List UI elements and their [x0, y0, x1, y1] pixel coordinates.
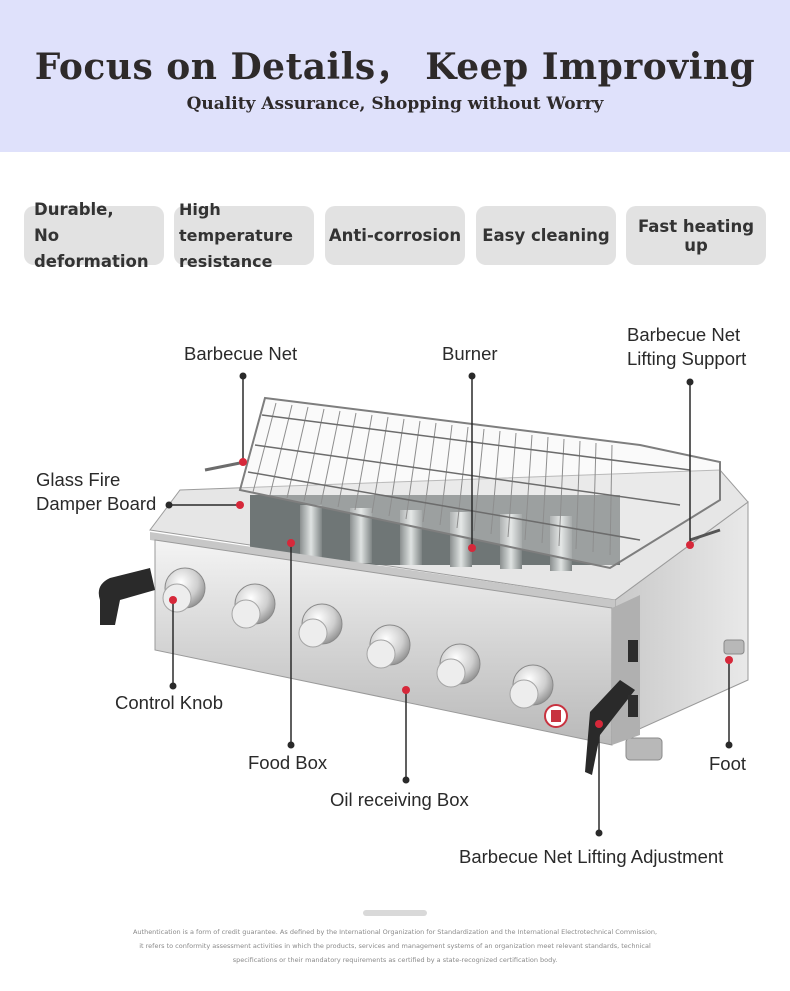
feature-label: No deformation — [34, 225, 149, 271]
brand-logo — [544, 704, 568, 728]
left-handle — [98, 568, 155, 625]
page-title: Focus on Details， Keep Improving — [34, 46, 756, 88]
callout-markers — [169, 458, 733, 728]
feature-label: Fast heating up — [637, 216, 755, 255]
feature-pill-high-temperature: High temperature resistance — [174, 200, 314, 271]
feature-pill-easy-cleaning: Easy cleaning — [476, 206, 616, 265]
footer-text: specifications or their mandatory requir… — [232, 956, 558, 964]
footer-divider — [363, 910, 427, 916]
burner-tubes — [250, 495, 620, 571]
label-foot: Foot — [709, 753, 747, 774]
label-line: Glass Fire — [36, 469, 121, 490]
right-handle — [585, 680, 635, 775]
label-burner: Burner — [442, 343, 498, 364]
footer-text: it refers to conformity assessment activ… — [139, 942, 651, 950]
footer-text: Authentication is a form of credit guara… — [132, 928, 658, 936]
label-line: Damper Board — [36, 493, 157, 514]
feature-label: Easy cleaning — [482, 226, 610, 245]
label-line: Barbecue Net — [627, 324, 741, 345]
lift-slot — [628, 695, 638, 717]
label-lifting-support: Barbecue Net Lifting Support — [627, 323, 746, 371]
label-line: Lifting Support — [627, 348, 747, 369]
feature-label: Anti-corrosion — [328, 226, 462, 245]
feature-label: Durable, — [34, 199, 114, 219]
page-subtitle: Quality Assurance, Shopping without Worr… — [186, 94, 604, 114]
foot-front — [625, 737, 663, 761]
header-banner: Focus on Details， Keep Improving Quality… — [0, 0, 790, 152]
barbecue-net — [204, 396, 721, 570]
feature-pill-fast-heating: Fast heating up — [626, 206, 766, 265]
callout-lines — [169, 376, 730, 833]
lift-slot — [628, 640, 638, 662]
label-oil-receiving-box: Oil receiving Box — [330, 789, 469, 810]
feature-pill-anti-corrosion: Anti-corrosion — [325, 206, 465, 265]
control-knobs — [162, 567, 554, 709]
feature-pill-durable: Durable, No deformation — [24, 200, 164, 271]
label-lifting-adjustment: Barbecue Net Lifting Adjustment — [459, 846, 724, 867]
label-control-knob: Control Knob — [115, 692, 223, 713]
feature-label: High temperature — [179, 199, 293, 245]
callout-end-dots — [165, 372, 733, 837]
label-barbecue-net: Barbecue Net — [184, 343, 298, 364]
label-glass-fire-damper: Glass Fire Damper Board — [36, 468, 156, 516]
label-food-box: Food Box — [248, 752, 328, 773]
foot-back — [723, 639, 745, 655]
feature-label: resistance — [179, 251, 273, 271]
